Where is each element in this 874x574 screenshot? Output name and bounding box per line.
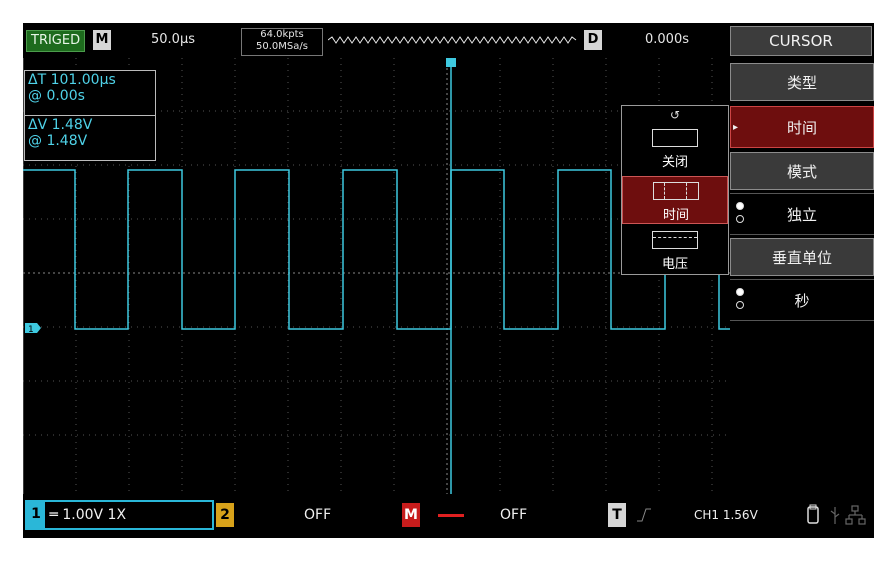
svg-text:1: 1 [28, 325, 34, 335]
rotate-knob-icon: ↺ [669, 108, 681, 122]
type-value-label: 时间 [786, 119, 817, 137]
timebase-value: 50.0µs [151, 32, 195, 47]
top-status-bar: TRIGED M 50.0µs 64.0kpts 50.0MSa/s D 0.0… [23, 23, 874, 58]
unit-value-label: 秒 [794, 292, 810, 310]
ch2-badge: 2 [216, 503, 234, 527]
delay-badge[interactable]: D [584, 30, 602, 50]
math-badge: M [402, 503, 420, 527]
off-icon [652, 129, 698, 147]
selected-arrow-icon: ▸ [733, 122, 739, 133]
trigger-setting-box[interactable]: T CH1 1.56V [608, 500, 798, 530]
mode-value-label: 独立 [786, 206, 817, 224]
t-position-value: @ 0.00s [28, 88, 85, 104]
radio-on-icon [736, 288, 744, 296]
trigger-position-marker [446, 58, 456, 67]
bottom-status-bar: 1 ═ 1.00V 1X 2 OFF M OFF T CH1 1.56V [23, 494, 874, 538]
memory-depth: 64.0kpts [260, 29, 304, 40]
ch1-level-marker [25, 323, 41, 333]
mode-menu-value[interactable]: 独立 [730, 193, 874, 235]
ch2-setting-box[interactable]: 2 OFF [216, 500, 396, 530]
ch1-badge: 1 [27, 502, 45, 528]
ch1-setting-box[interactable]: 1 ═ 1.00V 1X [25, 500, 214, 530]
popup-option-time[interactable]: 时间 [622, 176, 728, 224]
popup-option-label: 时间 [662, 208, 689, 223]
time-cursor-icon [653, 182, 699, 200]
sample-rate: 50.0MSa/s [256, 41, 308, 52]
usb-icon [830, 507, 840, 524]
v-position-value: @ 1.48V [28, 133, 88, 149]
voltage-cursor-readout: ΔV 1.48V @ 1.48V [24, 115, 156, 161]
status-icons [807, 504, 866, 525]
popup-option-label: 关闭 [661, 155, 688, 170]
popup-option-voltage[interactable]: 电压 [622, 226, 728, 274]
mode-radio-group [736, 202, 744, 228]
oscilloscope-screen: TRIGED M 50.0µs 64.0kpts 50.0MSa/s D 0.0… [23, 23, 874, 538]
mode-menu-header[interactable]: 模式 [730, 152, 874, 190]
radio-off-icon [736, 215, 744, 223]
ch1-setting-value: ═ 1.00V 1X [49, 507, 127, 523]
cursor-type-popup: ↺ 关闭 时间 电压 [621, 105, 729, 275]
ch1-waveform [23, 169, 730, 330]
math-setting-box[interactable]: M OFF [402, 500, 602, 530]
trigger-info: CH1 1.56V [694, 508, 758, 522]
math-trace-icon [438, 514, 464, 517]
type-menu-header[interactable]: 类型 [730, 63, 874, 101]
popup-option-off[interactable]: 关闭 [622, 124, 728, 172]
type-menu-value[interactable]: ▸ 时间 [730, 106, 874, 148]
radio-off-icon [736, 301, 744, 309]
math-status: OFF [500, 507, 528, 523]
popup-option-label: 电压 [661, 257, 688, 272]
trigger-badge: T [608, 503, 626, 527]
side-menu: 类型 ▸ 时间 模式 独立 垂直单位 秒 [730, 58, 874, 508]
trigger-status-badge: TRIGED [26, 30, 86, 52]
acquisition-info: 64.0kpts 50.0MSa/s [241, 28, 323, 56]
cursor-menu-title: CURSOR [730, 26, 872, 56]
waveform-overview-strip [328, 36, 577, 44]
delta-t-value: ΔT 101.00µs [28, 72, 116, 88]
storage-icon [807, 504, 819, 524]
main-timebase-badge[interactable]: M [93, 30, 111, 50]
rising-edge-icon [637, 508, 651, 522]
time-cursor-readout: ΔT 101.00µs @ 0.00s [24, 70, 156, 116]
voltage-cursor-icon [652, 231, 698, 249]
delay-value: 0.000s [645, 32, 689, 47]
unit-menu-value[interactable]: 秒 [730, 279, 874, 321]
ch2-status: OFF [304, 507, 332, 523]
delta-v-value: ΔV 1.48V [28, 117, 93, 133]
radio-on-icon [736, 202, 744, 210]
network-icon [845, 505, 866, 525]
unit-radio-group [736, 288, 744, 314]
unit-menu-header[interactable]: 垂直单位 [730, 238, 874, 276]
